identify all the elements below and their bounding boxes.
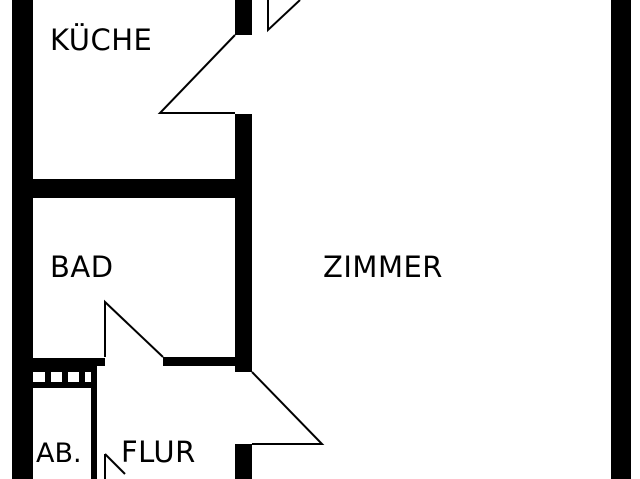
door-bath (104, 299, 164, 358)
partition-wall-middle (235, 114, 252, 372)
storage-wall-right (91, 366, 97, 479)
room-label-kitchen: KÜCHE (50, 23, 152, 57)
wall-bath-hall-right (163, 357, 235, 366)
room-label-bath: BAD (50, 250, 114, 284)
partition-wall-upper (235, 0, 252, 35)
room-label-storage: AB. (36, 438, 82, 469)
storage-post-3 (79, 366, 85, 388)
door-storage-swing (104, 453, 126, 475)
door-zimmer-top (267, 0, 301, 33)
outer-wall-left (12, 0, 33, 479)
storage-post-1 (45, 366, 51, 388)
door-zimmer-hall (251, 371, 325, 445)
room-label-hallway: FLUR (121, 435, 196, 469)
outer-wall-right (611, 0, 631, 479)
storage-post-2 (62, 366, 68, 388)
partition-wall-lower (235, 444, 252, 479)
room-label-living: ZIMMER (323, 250, 443, 284)
wall-bath-hall-left (33, 358, 105, 366)
wall-kitchen-bath (33, 179, 235, 198)
door-kitchen (157, 34, 236, 114)
